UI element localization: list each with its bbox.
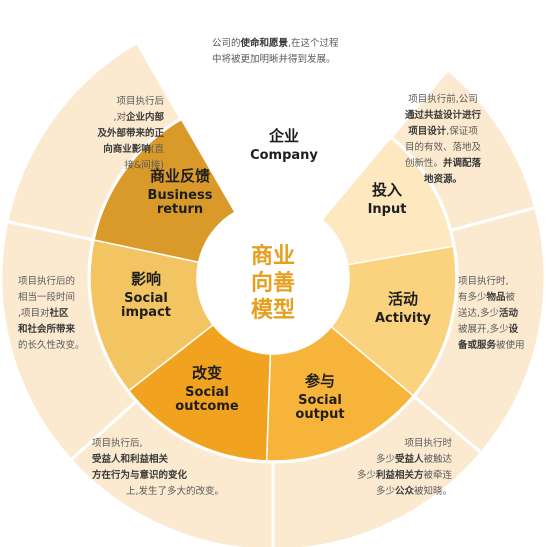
ann-business-l1: 项目执行后 — [116, 96, 164, 107]
ann-activity-l2b: 物品 — [486, 292, 506, 303]
annotation-outcome: 项目执行后, 受益人和利益相关 方在行为与意识的变化 上,发生了多大的改变。 — [92, 436, 262, 500]
center-circle — [197, 202, 349, 354]
ann-output-l3c: 被牵连 — [423, 470, 452, 481]
outer-ring-business — [5, 40, 184, 242]
ann-activity-l3a: 送达,多少 — [458, 308, 500, 319]
outer-ring — [0, 4, 546, 547]
ann-output-l3b: 利益相关方 — [375, 470, 424, 481]
segment-input-en: Input — [368, 202, 407, 217]
segment-business-en: Business — [148, 188, 213, 203]
ann-impact-l3b: 社区 — [49, 308, 69, 319]
segment-impact-zh: 影响 — [131, 270, 161, 288]
ann-activity-l2a: 有多少 — [458, 292, 487, 303]
ann-output-l2a: 多少 — [375, 454, 395, 465]
ann-impact-l2: 相当一段时间 — [18, 292, 76, 303]
annotation-company: 公司的使命和愿景,在这个过程 中将被更加明晰并得到发展。 — [212, 36, 362, 68]
segment-business-en2: return — [157, 202, 203, 217]
ann-output-l2b: 受益人 — [394, 454, 424, 465]
segment-business-zh: 商业反馈 — [150, 167, 210, 185]
ann-input-l4: 目的有效、落地及 — [404, 142, 481, 153]
segment-company-en: Company — [250, 148, 318, 163]
ann-business-l4b: (直 — [150, 144, 164, 155]
ann-activity-l4: 被展开,多少 — [458, 324, 509, 335]
segment-activity-zh: 活动 — [388, 290, 418, 308]
ann-input-l2: 通过共益设计进行 — [404, 110, 481, 121]
ann-impact-l4: 和社会所带来 — [18, 324, 76, 335]
center-line-3: 模型 — [251, 298, 295, 323]
ann-business-l3: 及外部带来的正 — [97, 128, 164, 139]
ann-input-l5a: 创新性。 — [404, 158, 443, 169]
segment-outcome-en: Social — [185, 385, 229, 400]
ann-company-l1c: ,在这个过程 — [288, 38, 339, 49]
ann-business-l5: 接&间接) — [124, 160, 164, 171]
ann-input-l1: 项目执行前,公司 — [408, 94, 478, 105]
ann-input-l3a: 项目设计 — [408, 126, 447, 137]
ann-activity-l5a: 备或服务 — [458, 340, 497, 351]
ann-input-l6: 地资源。 — [423, 174, 462, 185]
ann-outcome-l2: 受益人和利益相关 — [92, 454, 169, 465]
segment-impact-en: Social — [124, 291, 168, 306]
ann-outcome-l1: 项目执行后, — [92, 438, 143, 449]
segment-output-en: Social — [298, 393, 342, 408]
segment-company-zh: 企业 — [268, 127, 299, 145]
ann-company-l1a: 公司的 — [212, 38, 241, 49]
annotation-output: 项目执行时 多少受益人被触达 多少利益相关方被牵连 多少公众被知晓。 — [312, 436, 452, 500]
segment-input-zh: 投入 — [372, 181, 402, 199]
segment-activity-en: Activity — [375, 311, 432, 326]
ann-activity-l1: 项目执行时, — [458, 276, 509, 287]
ann-output-l4b: 公众 — [394, 486, 414, 497]
outer-ring-output — [271, 394, 484, 547]
ann-output-l1: 项目执行时 — [404, 438, 452, 449]
ann-output-l3a: 多少 — [356, 470, 376, 481]
segment-output-en2: output — [295, 407, 344, 422]
ann-impact-l3a: ,项目对 — [18, 308, 50, 319]
ann-impact-l1: 项目执行后的 — [18, 276, 76, 287]
ann-outcome-l4: 上,发生了多大的改变。 — [126, 486, 225, 497]
ann-outcome-l3: 方在行为与意识的变化 — [92, 470, 188, 481]
segment-outcome-zh: 改变 — [192, 364, 222, 382]
annotation-business: 项目执行后 ,对企业内部 及外部带来的正 向商业影响(直 接&间接) — [64, 94, 164, 174]
ann-business-l2b: 企业内部 — [125, 112, 164, 123]
ann-business-l2a: ,对 — [113, 112, 126, 123]
annotation-input: 项目执行前,公司 通过共益设计进行 项目设计,保证项 目的有效、落地及 创新性。… — [388, 92, 498, 188]
inner-segments — [89, 94, 457, 462]
ann-input-l5b: 并调配落 — [443, 158, 482, 169]
center-line-2: 向善 — [251, 270, 295, 296]
ann-output-l4c: 被知晓。 — [413, 486, 452, 497]
segment-outcome-en2: outcome — [175, 399, 239, 414]
ann-activity-l2c: 被 — [505, 292, 516, 303]
ann-impact-l5: 的长久性改变。 — [18, 340, 85, 351]
ann-company-l2: 中将被更加明晰并得到发展。 — [212, 54, 336, 65]
segment-impact-en2: impact — [121, 305, 171, 320]
ann-activity-l5b: 被使用 — [496, 340, 525, 351]
ann-output-l4a: 多少 — [375, 486, 395, 497]
segment-output-zh: 参与 — [305, 372, 335, 390]
ann-company-l1b: 使命和愿景 — [240, 38, 289, 49]
ann-output-l2c: 被触达 — [423, 454, 452, 465]
annotation-activity: 项目执行时, 有多少物品被 送达,多少活动 被展开,多少设 备或服务被使用 — [458, 274, 546, 354]
annotation-impact: 项目执行后的 相当一段时间 ,项目对社区 和社会所带来 的长久性改变。 — [18, 274, 98, 354]
ann-activity-l3b: 活动 — [499, 308, 519, 319]
ann-input-l3b: ,保证项 — [446, 126, 478, 137]
ann-business-l4a: 向商业影响 — [103, 144, 151, 155]
center-line-1: 商业 — [251, 243, 295, 269]
ann-activity-l4b: 设 — [508, 324, 519, 335]
